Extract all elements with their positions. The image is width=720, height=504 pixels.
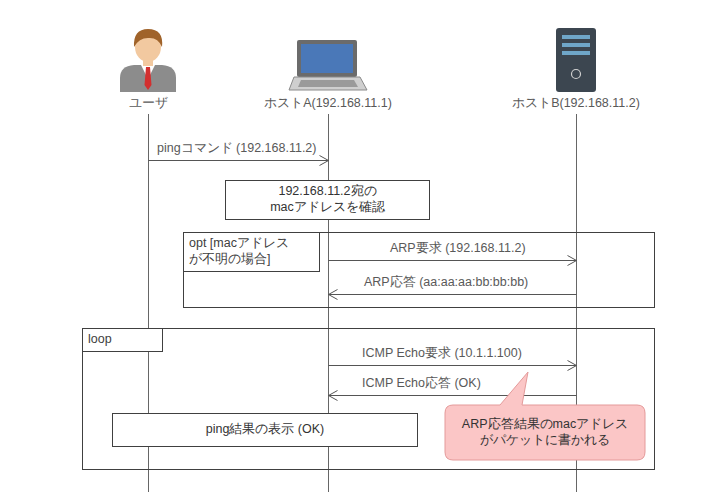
node-text: 192.168.11.2宛の macアドレスを確認 bbox=[232, 184, 423, 215]
fragment-tag: loop bbox=[82, 328, 163, 352]
laptop-keyboard bbox=[298, 80, 358, 87]
server-icon bbox=[556, 28, 596, 92]
message-arrow bbox=[149, 156, 329, 166]
node-text: ホストA(192.168.11.1) bbox=[264, 96, 392, 112]
laptop-screen-frame bbox=[297, 40, 357, 77]
actor-label: ホストA(192.168.11.1) bbox=[262, 96, 394, 112]
message-arrow bbox=[329, 256, 577, 266]
message-label: ICMP Echo応答 (OK) bbox=[360, 376, 483, 391]
server-slot bbox=[562, 51, 590, 55]
node-text: ユーザ bbox=[129, 96, 168, 112]
user-tie bbox=[145, 67, 152, 90]
laptop-screen bbox=[301, 44, 353, 73]
process-box: ping結果の表示 (OK) bbox=[112, 413, 418, 447]
node-text: ARP応答結果のmacアドレス がパケットに書かれる bbox=[451, 417, 639, 448]
message-label: pingコマンド (192.168.11.2) bbox=[155, 141, 319, 156]
user-suit bbox=[120, 65, 176, 92]
callout-bubble bbox=[445, 372, 645, 460]
message-arrow bbox=[329, 361, 577, 371]
server-power bbox=[572, 70, 581, 79]
message-label: ARP要求 (192.168.11.2) bbox=[388, 241, 528, 256]
message-arrow bbox=[329, 391, 577, 401]
server-slot bbox=[562, 43, 590, 47]
message-label: ICMP Echo要求 (10.1.1.100) bbox=[360, 346, 524, 361]
server-case bbox=[556, 28, 596, 92]
actor-label: ユーザ bbox=[127, 96, 170, 112]
server-slot bbox=[562, 35, 590, 39]
laptop-icon bbox=[289, 40, 367, 90]
fragment-tag: opt [macアドレス が不明の場合] bbox=[183, 232, 320, 272]
actor-label: ホストB(192.168.11.2) bbox=[510, 96, 642, 112]
fragment-label: loop bbox=[88, 332, 157, 348]
callout-note: ARP応答結果のmacアドレス がパケットに書かれる bbox=[445, 405, 645, 460]
user-hair bbox=[134, 29, 162, 47]
laptop-base bbox=[289, 77, 367, 90]
message-arrow bbox=[329, 290, 577, 300]
process-box: 192.168.11.2宛の macアドレスを確認 bbox=[225, 180, 430, 220]
user-icon bbox=[120, 29, 176, 92]
message-label: ARP応答 (aa:aa:aa:bb:bb:bb) bbox=[362, 275, 530, 290]
fragment-label: opt [macアドレス が不明の場合] bbox=[189, 236, 314, 267]
node-text: ホストB(192.168.11.2) bbox=[512, 96, 640, 112]
node-text: ping結果の表示 (OK) bbox=[206, 422, 325, 438]
